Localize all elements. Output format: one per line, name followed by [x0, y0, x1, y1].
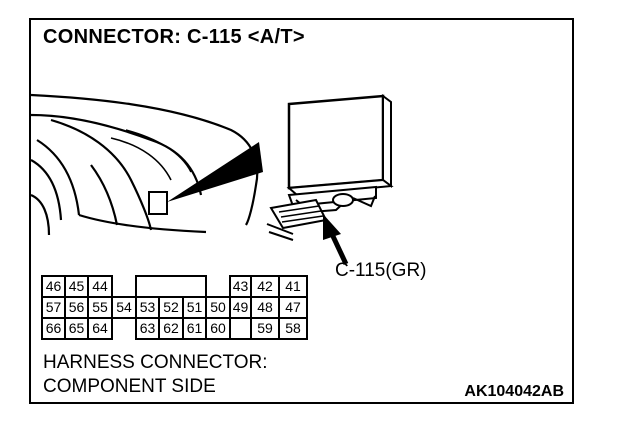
pin-64: 64 — [92, 320, 108, 336]
connector-label: C-115(GR) — [335, 260, 427, 281]
diagram-title: CONNECTOR: C-115 <A/T> — [43, 26, 305, 48]
caption-line-1: HARNESS CONNECTOR: — [43, 352, 268, 373]
pin-41: 41 — [285, 278, 301, 294]
control-unit-box — [286, 94, 394, 214]
pointer-wedge — [167, 142, 263, 202]
pin-66: 66 — [45, 320, 62, 336]
pin-59: 59 — [257, 320, 273, 336]
pin-63: 63 — [139, 320, 156, 336]
pin-50: 50 — [210, 299, 226, 315]
pin-47: 47 — [285, 299, 301, 315]
pin-60: 60 — [210, 320, 226, 336]
pin-62: 62 — [163, 320, 179, 336]
pin-49: 49 — [232, 299, 249, 315]
pin-42: 42 — [257, 278, 273, 294]
pin-57: 57 — [45, 299, 62, 315]
pin-53: 53 — [139, 299, 156, 315]
pin-44: 44 — [92, 278, 108, 294]
pin-55: 55 — [92, 299, 108, 315]
pin-65: 65 — [68, 320, 85, 336]
harness-plug — [266, 198, 328, 241]
connector-location-marker — [148, 191, 168, 215]
caption-line-2: COMPONENT SIDE — [43, 376, 216, 397]
pin-45: 45 — [68, 278, 85, 294]
connector-arrow — [323, 214, 349, 266]
pin-48: 48 — [257, 299, 273, 315]
pin-52: 52 — [163, 299, 179, 315]
pin-54: 54 — [116, 299, 132, 315]
pin-43: 43 — [232, 278, 249, 294]
diagram-frame: CONNECTOR: C-115 <A/T> — [29, 18, 574, 404]
pin-56: 56 — [68, 299, 85, 315]
pin-61: 61 — [186, 320, 203, 336]
figure-code: AK104042AB — [464, 383, 564, 400]
dashboard-illustration — [31, 93, 394, 340]
pin-grid — [41, 275, 308, 340]
instrument-panel-outline — [31, 93, 259, 236]
pin-58: 58 — [285, 320, 301, 336]
pin-46: 46 — [45, 278, 62, 294]
pin-51: 51 — [186, 299, 203, 315]
